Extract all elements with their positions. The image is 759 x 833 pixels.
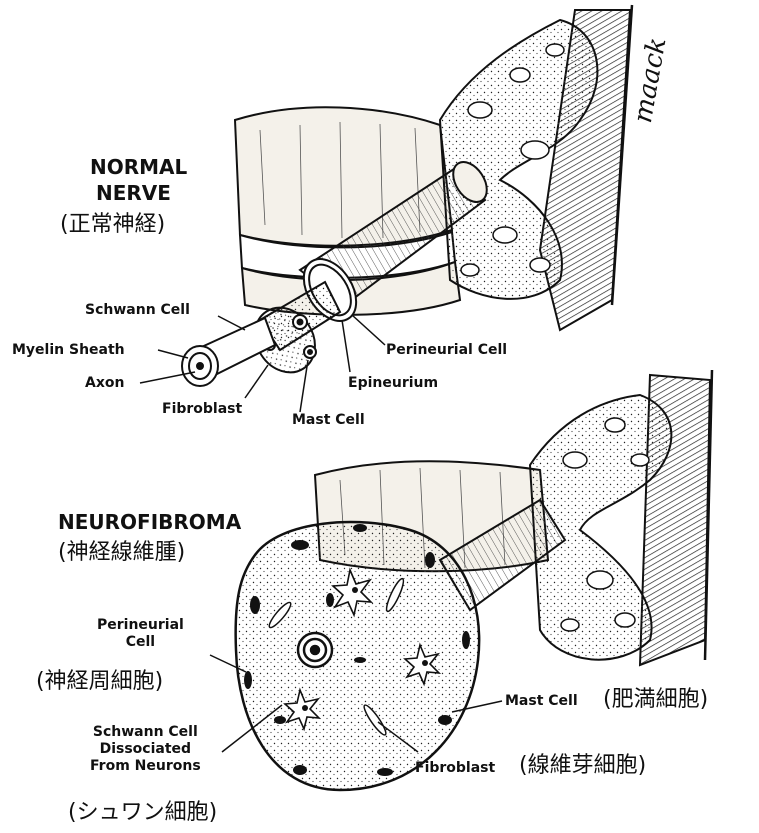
label-perineurial-cell-normal: Perineurial Cell bbox=[386, 342, 507, 359]
label-perineurial-cell-tumor: Perineurial Cell bbox=[97, 617, 184, 651]
label-perineurial-line1: Perineurial bbox=[97, 617, 184, 634]
label-mast-cell-jp: (肥満細胞) bbox=[603, 687, 708, 713]
neurofibroma-heading-jp: (神経線維腫) bbox=[58, 540, 185, 566]
label-fibroblast-normal: Fibroblast bbox=[162, 401, 242, 418]
label-schwann-line2: Dissociated bbox=[90, 741, 201, 758]
label-perineurial-line2: Cell bbox=[97, 634, 184, 651]
label-mast-cell-tumor: Mast Cell bbox=[505, 693, 578, 710]
label-epineurium: Epineurium bbox=[348, 375, 438, 392]
normal-heading-jp: (正常神経) bbox=[60, 212, 165, 238]
label-myelin-sheath: Myelin Sheath bbox=[12, 342, 125, 359]
neurofibroma-mass bbox=[236, 522, 480, 790]
label-schwann-cell: Schwann Cell bbox=[85, 302, 190, 319]
label-fibroblast-tumor: Fibroblast bbox=[415, 760, 495, 777]
label-perineurial-jp: (神経周細胞) bbox=[36, 669, 163, 695]
label-schwann-jp: (シュワン細胞) bbox=[68, 800, 217, 826]
normal-spine-segment bbox=[235, 5, 632, 330]
label-schwann-line1: Schwann Cell bbox=[90, 724, 201, 741]
label-schwann-line3: From Neurons bbox=[90, 758, 201, 775]
neurofibroma-heading: NEUROFIBROMA bbox=[58, 510, 241, 535]
label-fibroblast-jp: (線維芽細胞) bbox=[519, 753, 646, 779]
normal-heading-line1: NORMAL bbox=[90, 155, 187, 180]
label-axon: Axon bbox=[85, 375, 124, 392]
label-schwann-cell-tumor: Schwann Cell Dissociated From Neurons bbox=[90, 724, 201, 775]
normal-heading-line2: NERVE bbox=[96, 181, 171, 206]
label-mast-cell-normal: Mast Cell bbox=[292, 412, 365, 429]
